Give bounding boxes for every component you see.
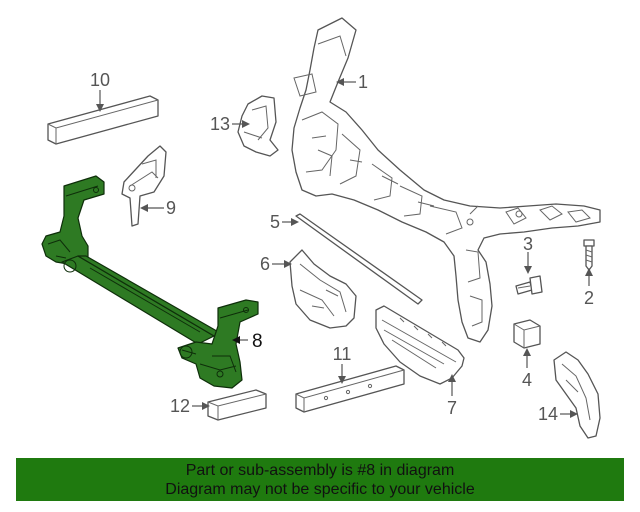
leader-lines [96, 78, 593, 418]
callout-8-highlighted: 8 [252, 331, 263, 352]
part-10-bar[interactable] [47, 95, 159, 145]
callout-3: 3 [523, 234, 533, 254]
callout-11: 11 [333, 344, 352, 364]
part-2-screw[interactable] [583, 239, 595, 271]
callout-5: 5 [270, 212, 280, 232]
part-11-plate[interactable] [295, 365, 405, 413]
part-6-bracket[interactable] [289, 249, 357, 329]
callout-1: 1 [358, 72, 368, 92]
callout-9: 9 [166, 198, 176, 218]
part-14-bracket[interactable] [553, 351, 601, 439]
callout-14: 14 [538, 404, 558, 424]
part-7-panel[interactable] [375, 305, 465, 385]
callout-7: 7 [447, 398, 457, 418]
part-13-bracket[interactable] [237, 95, 279, 157]
callout-12: 12 [170, 396, 190, 416]
banner-line-1: Part or sub-assembly is #8 in diagram [185, 461, 455, 479]
part-1-radiator-support[interactable] [291, 17, 601, 343]
part-5-rod[interactable] [295, 213, 423, 305]
part-9-bracket[interactable] [121, 145, 167, 227]
banner-line-2: Diagram may not be specific to your vehi… [165, 480, 475, 498]
callout-6: 6 [260, 254, 270, 274]
callout-10: 10 [90, 70, 110, 90]
callout-13: 13 [210, 114, 230, 134]
callout-2: 2 [584, 288, 594, 308]
part-4-clip[interactable] [513, 319, 541, 349]
callout-4: 4 [522, 370, 532, 390]
exploded-parts-diagram: 10 1 13 9 5 6 8 11 12 3 2 4 7 14 [41, 17, 601, 439]
info-banner: Part or sub-assembly is #8 in diagram Di… [16, 458, 624, 501]
part-8-highlighted-crossmember[interactable] [41, 175, 259, 389]
part-3-bolt[interactable] [515, 275, 543, 295]
part-12-block[interactable] [207, 389, 267, 421]
